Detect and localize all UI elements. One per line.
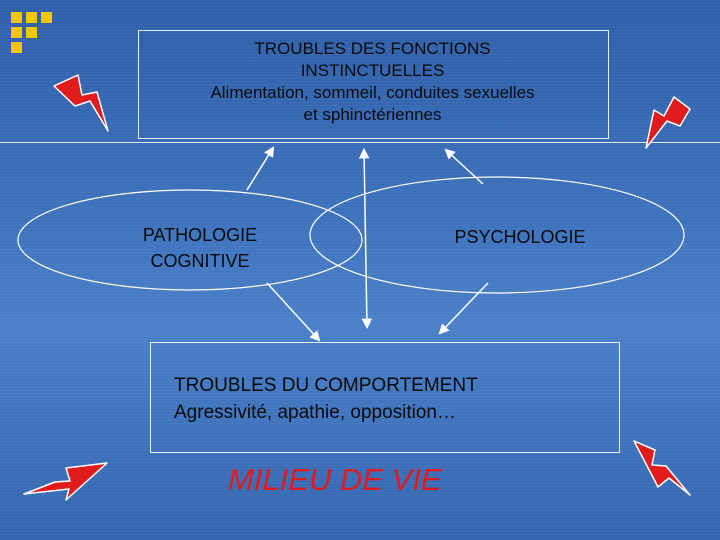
pathologie-cognitive-label: PATHOLOGIE COGNITIVE (112, 222, 288, 274)
lightning-bolt-icon (633, 440, 691, 496)
top-box-line-1: TROUBLES DES FONCTIONS (254, 39, 491, 58)
arrow-psychologie-to-comportement (438, 282, 489, 335)
top-box-line-4: et sphinctériennes (303, 105, 442, 124)
top-box-line-3: Alimentation, sommeil, conduites sexuell… (210, 83, 535, 102)
lightning-bolt-icon (23, 462, 108, 501)
arrow-center-vertical (358, 147, 373, 330)
arrow-psychologie-to-instinct (444, 148, 484, 185)
horizontal-divider (0, 142, 720, 143)
lightning-bolt-icon (53, 74, 109, 132)
psychologie-ellipse (309, 176, 685, 294)
psychologie-label: PSYCHOLOGIE (454, 227, 586, 247)
lightning-bolt-icon (645, 96, 691, 149)
behavior-disorders-box (150, 342, 620, 453)
arrow-cognitive-to-comportement (266, 282, 321, 342)
instinctual-functions-box (138, 30, 609, 139)
pathologie-line: PATHOLOGIE (142, 225, 258, 245)
top-box-line-2: INSTINCTUELLES (300, 61, 445, 80)
arrow-cognitive-to-instinct (246, 146, 275, 191)
behavior-disorders-text: TROUBLES DU COMPORTEMENT Agressivité, ap… (174, 372, 478, 426)
cognitive-line: COGNITIVE (150, 251, 250, 271)
milieu-de-vie-label: MILIEU DE VIE (228, 462, 442, 497)
instinctual-functions-text: TROUBLES DES FONCTIONS INSTINCTUELLES Al… (138, 38, 607, 126)
bottom-box-line-2: Agressivité, apathie, opposition… (174, 402, 456, 423)
bottom-box-line-1: TROUBLES DU COMPORTEMENT (174, 375, 478, 396)
